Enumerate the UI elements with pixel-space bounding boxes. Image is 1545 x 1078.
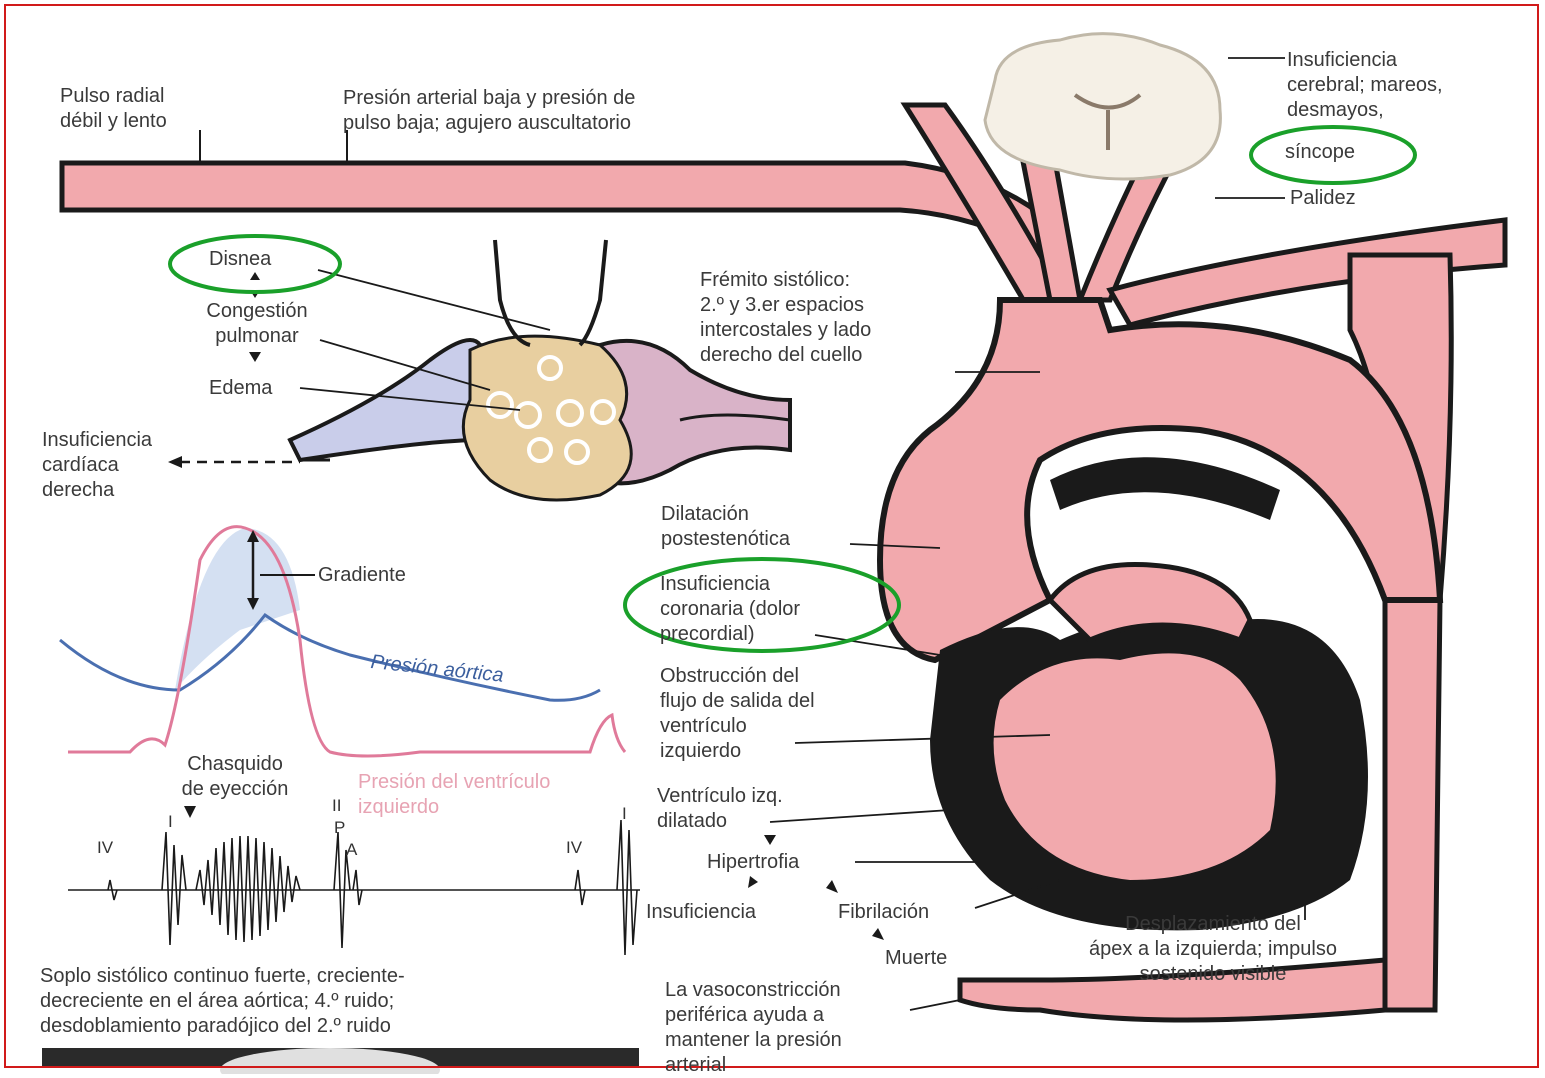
phono-a: A	[346, 840, 357, 860]
label-presion-ventriculo: Presión del ventrículo izquierdo	[358, 770, 550, 820]
descending-aorta	[1350, 255, 1451, 1010]
ejection-click-arrow	[184, 806, 196, 818]
label-disnea: Disnea	[209, 247, 271, 272]
arch-inner	[1050, 457, 1280, 520]
label-edema: Edema	[209, 376, 272, 401]
label-congestion-pulmonar: Congestión pulmonar	[172, 299, 342, 349]
label-ventriculo-dilatado: Ventrículo izq. dilatado	[657, 784, 783, 834]
label-insuficiencia-cerebral: Insuficiencia cerebral; mareos, desmayos…	[1287, 48, 1443, 123]
label-dilatacion: Dilatación postestenótica	[661, 502, 790, 552]
label-fremito-sistolico: Frémito sistólico: 2.º y 3.er espacios i…	[700, 268, 871, 368]
label-muerte: Muerte	[885, 946, 947, 971]
label-vasoconstriccion: La vasoconstricción periférica ayuda a m…	[665, 978, 842, 1078]
label-sincope: síncope	[1285, 140, 1355, 165]
label-soplo-sistolico: Soplo sistólico continuo fuerte, crecien…	[40, 964, 405, 1039]
alveolus-tan	[463, 336, 631, 500]
label-hipertrofia: Hipertrofia	[707, 850, 799, 875]
label-obstruccion: Obstrucción del flujo de salida del vent…	[660, 664, 815, 764]
phono-ii: II	[332, 796, 341, 816]
radial-artery	[62, 163, 1060, 260]
phono-iv-1: IV	[97, 838, 113, 858]
label-insuficiencia-cardiaca: Insuficiencia cardíaca derecha	[42, 428, 152, 503]
label-insuficiencia: Insuficiencia	[646, 900, 756, 925]
label-pulso-radial: Pulso radial débil y lento	[60, 84, 167, 134]
phono-i-1: I	[168, 812, 173, 832]
label-palidez: Palidez	[1290, 186, 1356, 211]
label-presion-arterial: Presión arterial baja y presión de pulso…	[343, 86, 635, 136]
phono-iv-2: IV	[566, 838, 582, 858]
label-fibrilacion: Fibrilación	[838, 900, 929, 925]
ventricle-curve	[68, 527, 625, 756]
aortic-curve	[60, 615, 600, 700]
label-chasquido: Chasquido de eyección	[150, 752, 320, 802]
phono-i-2: I	[622, 804, 627, 824]
label-gradiente: Gradiente	[318, 563, 406, 588]
label-insuficiencia-coronaria: Insuficiencia coronaria (dolor precordia…	[660, 572, 800, 647]
phono-p: P	[334, 818, 345, 838]
label-desplazamiento: Desplazamiento del ápex a la izquierda; …	[1023, 912, 1403, 987]
